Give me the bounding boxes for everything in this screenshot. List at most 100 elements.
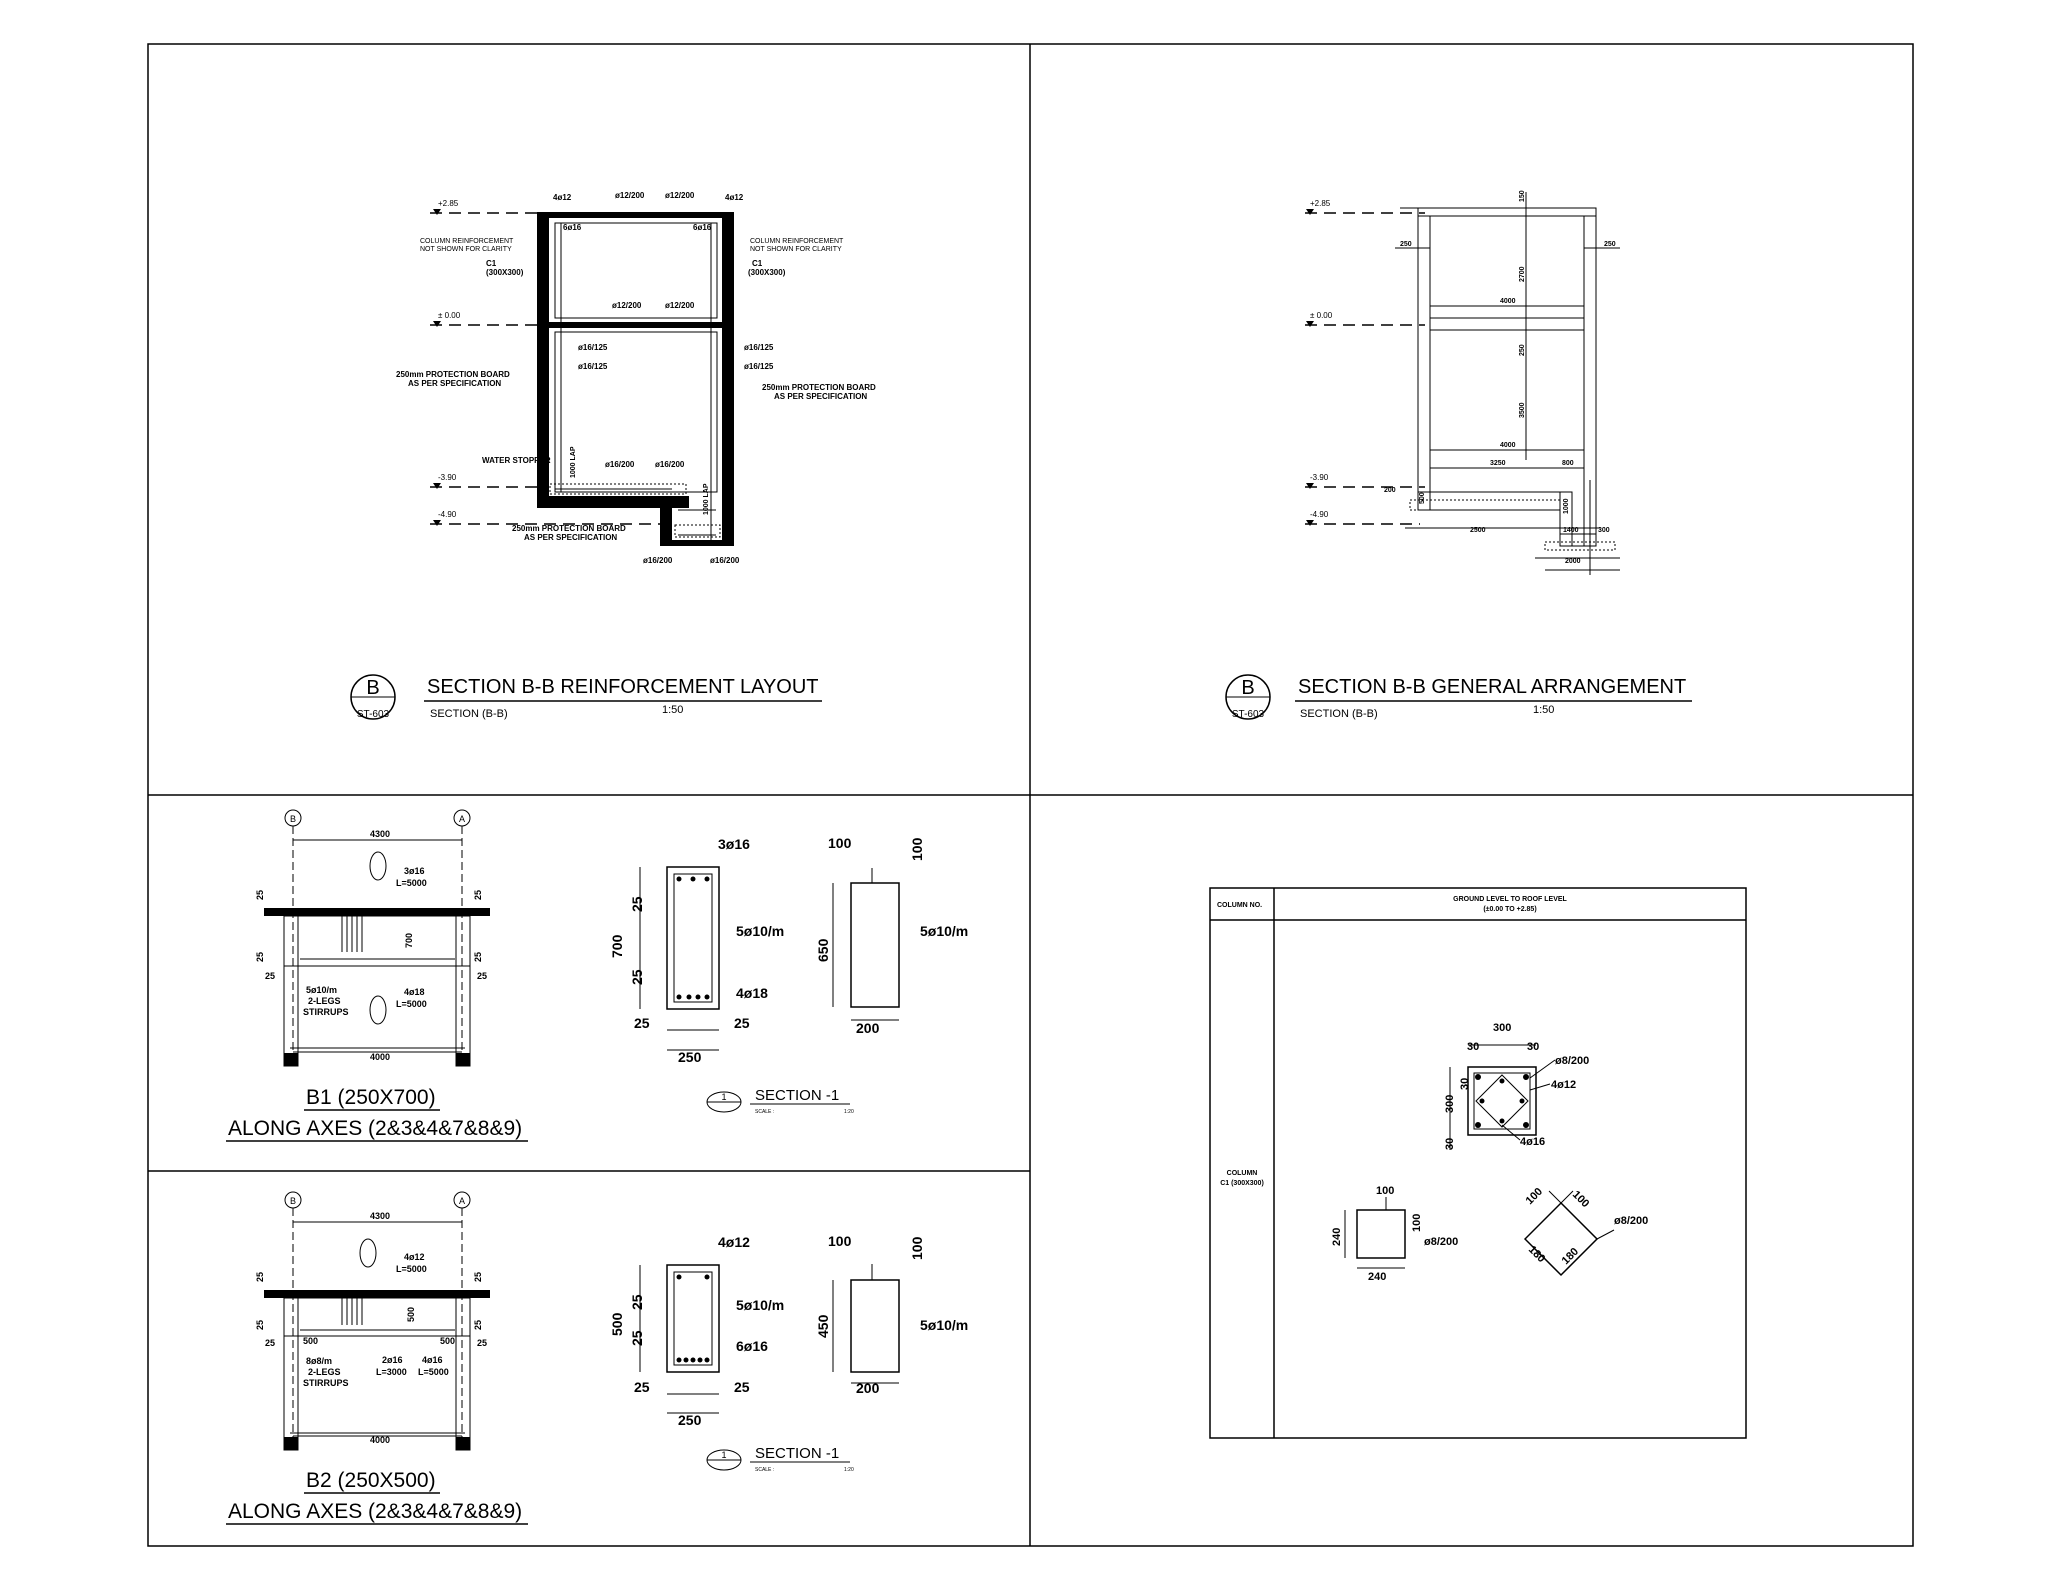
- dim-label: 25: [265, 1338, 275, 1348]
- dim-label: 25: [473, 1272, 483, 1282]
- drawing-title: SECTION B-B GENERAL ARRANGEMENT: [1298, 676, 1686, 698]
- rebar-label: 4ø16: [1520, 1136, 1545, 1148]
- dim-label: 25: [265, 971, 275, 981]
- dim-label: 200: [1384, 487, 1396, 494]
- dim-label: 25: [734, 1379, 750, 1395]
- rebar-label: L=5000: [396, 1264, 427, 1274]
- drawing-scale: 1:50: [1533, 704, 1554, 716]
- rebar-label: ø16/200: [710, 556, 740, 565]
- title-block: B ST-603 SECTION B-B GENERAL ARRANGEMENT…: [1225, 674, 1692, 720]
- note-text: COLUMN REINFORCEMENT: [750, 238, 844, 245]
- dim-label: 4300: [370, 1211, 390, 1221]
- rebar-label: 3ø16: [404, 866, 425, 876]
- dim-label: 180: [1560, 1246, 1581, 1267]
- rebar-label: ø16/200: [655, 460, 685, 469]
- panel-beam-b1: B A 4300 3ø16 L=5000 4ø18 L=5000 5ø10/m …: [226, 809, 968, 1142]
- rebar-label: 6ø16: [563, 223, 582, 232]
- dim-label: 250: [1604, 241, 1616, 248]
- rebar-label: 2-LEGS: [308, 996, 341, 1006]
- dim-label: 650: [815, 938, 831, 962]
- dim-label: 500: [440, 1336, 455, 1346]
- rebar-label: 5ø10/m: [920, 923, 968, 939]
- level-triangles: [433, 209, 441, 526]
- rebar-label: 2ø16: [382, 1355, 403, 1365]
- dim-label: 2000: [1565, 558, 1581, 565]
- note-text: 250mm PROTECTION BOARD: [762, 383, 876, 392]
- dim-label: 250: [678, 1412, 702, 1428]
- level-mark: -4.90: [1310, 510, 1329, 519]
- dim-label: 100: [828, 835, 852, 851]
- dim-label: 700: [609, 934, 625, 958]
- dim-label: 25: [477, 1338, 487, 1348]
- note-text: 250mm PROTECTION BOARD: [512, 524, 626, 533]
- lap-label: 1000 LAP: [570, 446, 577, 478]
- rebar-label: 5ø10/m: [920, 1317, 968, 1333]
- column-label: C1: [752, 259, 763, 268]
- drawing-subtitle: SECTION (B-B): [1300, 708, 1378, 720]
- dim-label: 250: [678, 1049, 702, 1065]
- dim-label: 25: [473, 952, 483, 962]
- sheet-frame: [147, 43, 1914, 1547]
- rebar-label: 4ø12: [718, 1234, 750, 1250]
- rebar-label: 4ø18: [404, 987, 425, 997]
- level-mark: ± 0.00: [438, 311, 461, 320]
- dim-label: 100: [909, 1236, 925, 1260]
- marker-sheet: ST-603: [357, 709, 390, 720]
- dim-label: 25: [629, 1330, 645, 1346]
- dim-label: 25: [634, 1379, 650, 1395]
- dim-label: 250: [1519, 344, 1526, 356]
- dim-label: 200: [856, 1020, 880, 1036]
- level-triangles: [1306, 209, 1314, 526]
- note-text: AS PER SPECIFICATION: [524, 533, 617, 542]
- marker-letter: B: [1241, 677, 1254, 699]
- rebar-label: 3ø16: [718, 836, 750, 852]
- rebar-label: L=5000: [418, 1367, 449, 1377]
- header-level-range: (±0.00 TO +2.85): [1483, 906, 1536, 913]
- scale-label: SCALE :: [755, 1109, 774, 1115]
- dim-label: 180: [1526, 1244, 1547, 1265]
- ga-outline: [1395, 192, 1620, 575]
- dim-label: 100: [1376, 1185, 1394, 1197]
- dim-label: 4000: [370, 1052, 390, 1062]
- axis-bubble: B: [290, 1196, 296, 1206]
- rebar-label: ø8/200: [1424, 1236, 1458, 1248]
- dim-label: 4000: [1500, 298, 1516, 305]
- dim-label: 300: [1598, 527, 1610, 534]
- section-label: SECTION -1: [755, 1087, 839, 1104]
- header-column-no: COLUMN NO.: [1217, 902, 1262, 909]
- dim-label: 100: [909, 837, 925, 861]
- title-block: B ST-603 SECTION B-B REINFORCEMENT LAYOU…: [350, 674, 822, 720]
- rebar-label: ø12/200: [615, 191, 645, 200]
- dim-label: 4300: [370, 829, 390, 839]
- rebar-label: ø16/125: [744, 362, 774, 371]
- section-number: 1: [721, 1450, 726, 1460]
- tank-section: [537, 212, 734, 546]
- dim-label: 25: [634, 1015, 650, 1031]
- header-level: GROUND LEVEL TO ROOF LEVEL: [1453, 896, 1567, 903]
- section-label: SECTION -1: [755, 1445, 839, 1462]
- dim-label: 500: [609, 1312, 625, 1336]
- dim-label: 100: [1411, 1214, 1423, 1232]
- dim-label: 500: [1419, 492, 1426, 504]
- rebar-label: ø12/200: [665, 191, 695, 200]
- axis-bubble: A: [459, 1196, 465, 1206]
- rebar-label: 4ø12: [725, 193, 744, 202]
- level-mark: ± 0.00: [1310, 311, 1333, 320]
- dim-label: 3250: [1490, 460, 1506, 467]
- level-mark: +2.85: [1310, 199, 1331, 208]
- level-mark: -3.90: [1310, 473, 1329, 482]
- beam-title: B2 (250X500): [306, 1469, 436, 1492]
- rebar-label: 5ø10/m: [736, 923, 784, 939]
- dim-label: 25: [734, 1015, 750, 1031]
- dim-label: 25: [629, 896, 645, 912]
- dim-label: 1000: [1563, 498, 1570, 514]
- dim-label: 25: [473, 890, 483, 900]
- lap-label: 1000 LAP: [703, 483, 710, 515]
- note-text: COLUMN REINFORCEMENT: [420, 238, 514, 245]
- level-mark: +2.85: [438, 199, 459, 208]
- dim-label: 450: [815, 1314, 831, 1338]
- rebar-label: ø12/200: [612, 301, 642, 310]
- rebar-label: 4ø12: [553, 193, 572, 202]
- dim-label: 25: [473, 1320, 483, 1330]
- dim-label: 4000: [370, 1435, 390, 1445]
